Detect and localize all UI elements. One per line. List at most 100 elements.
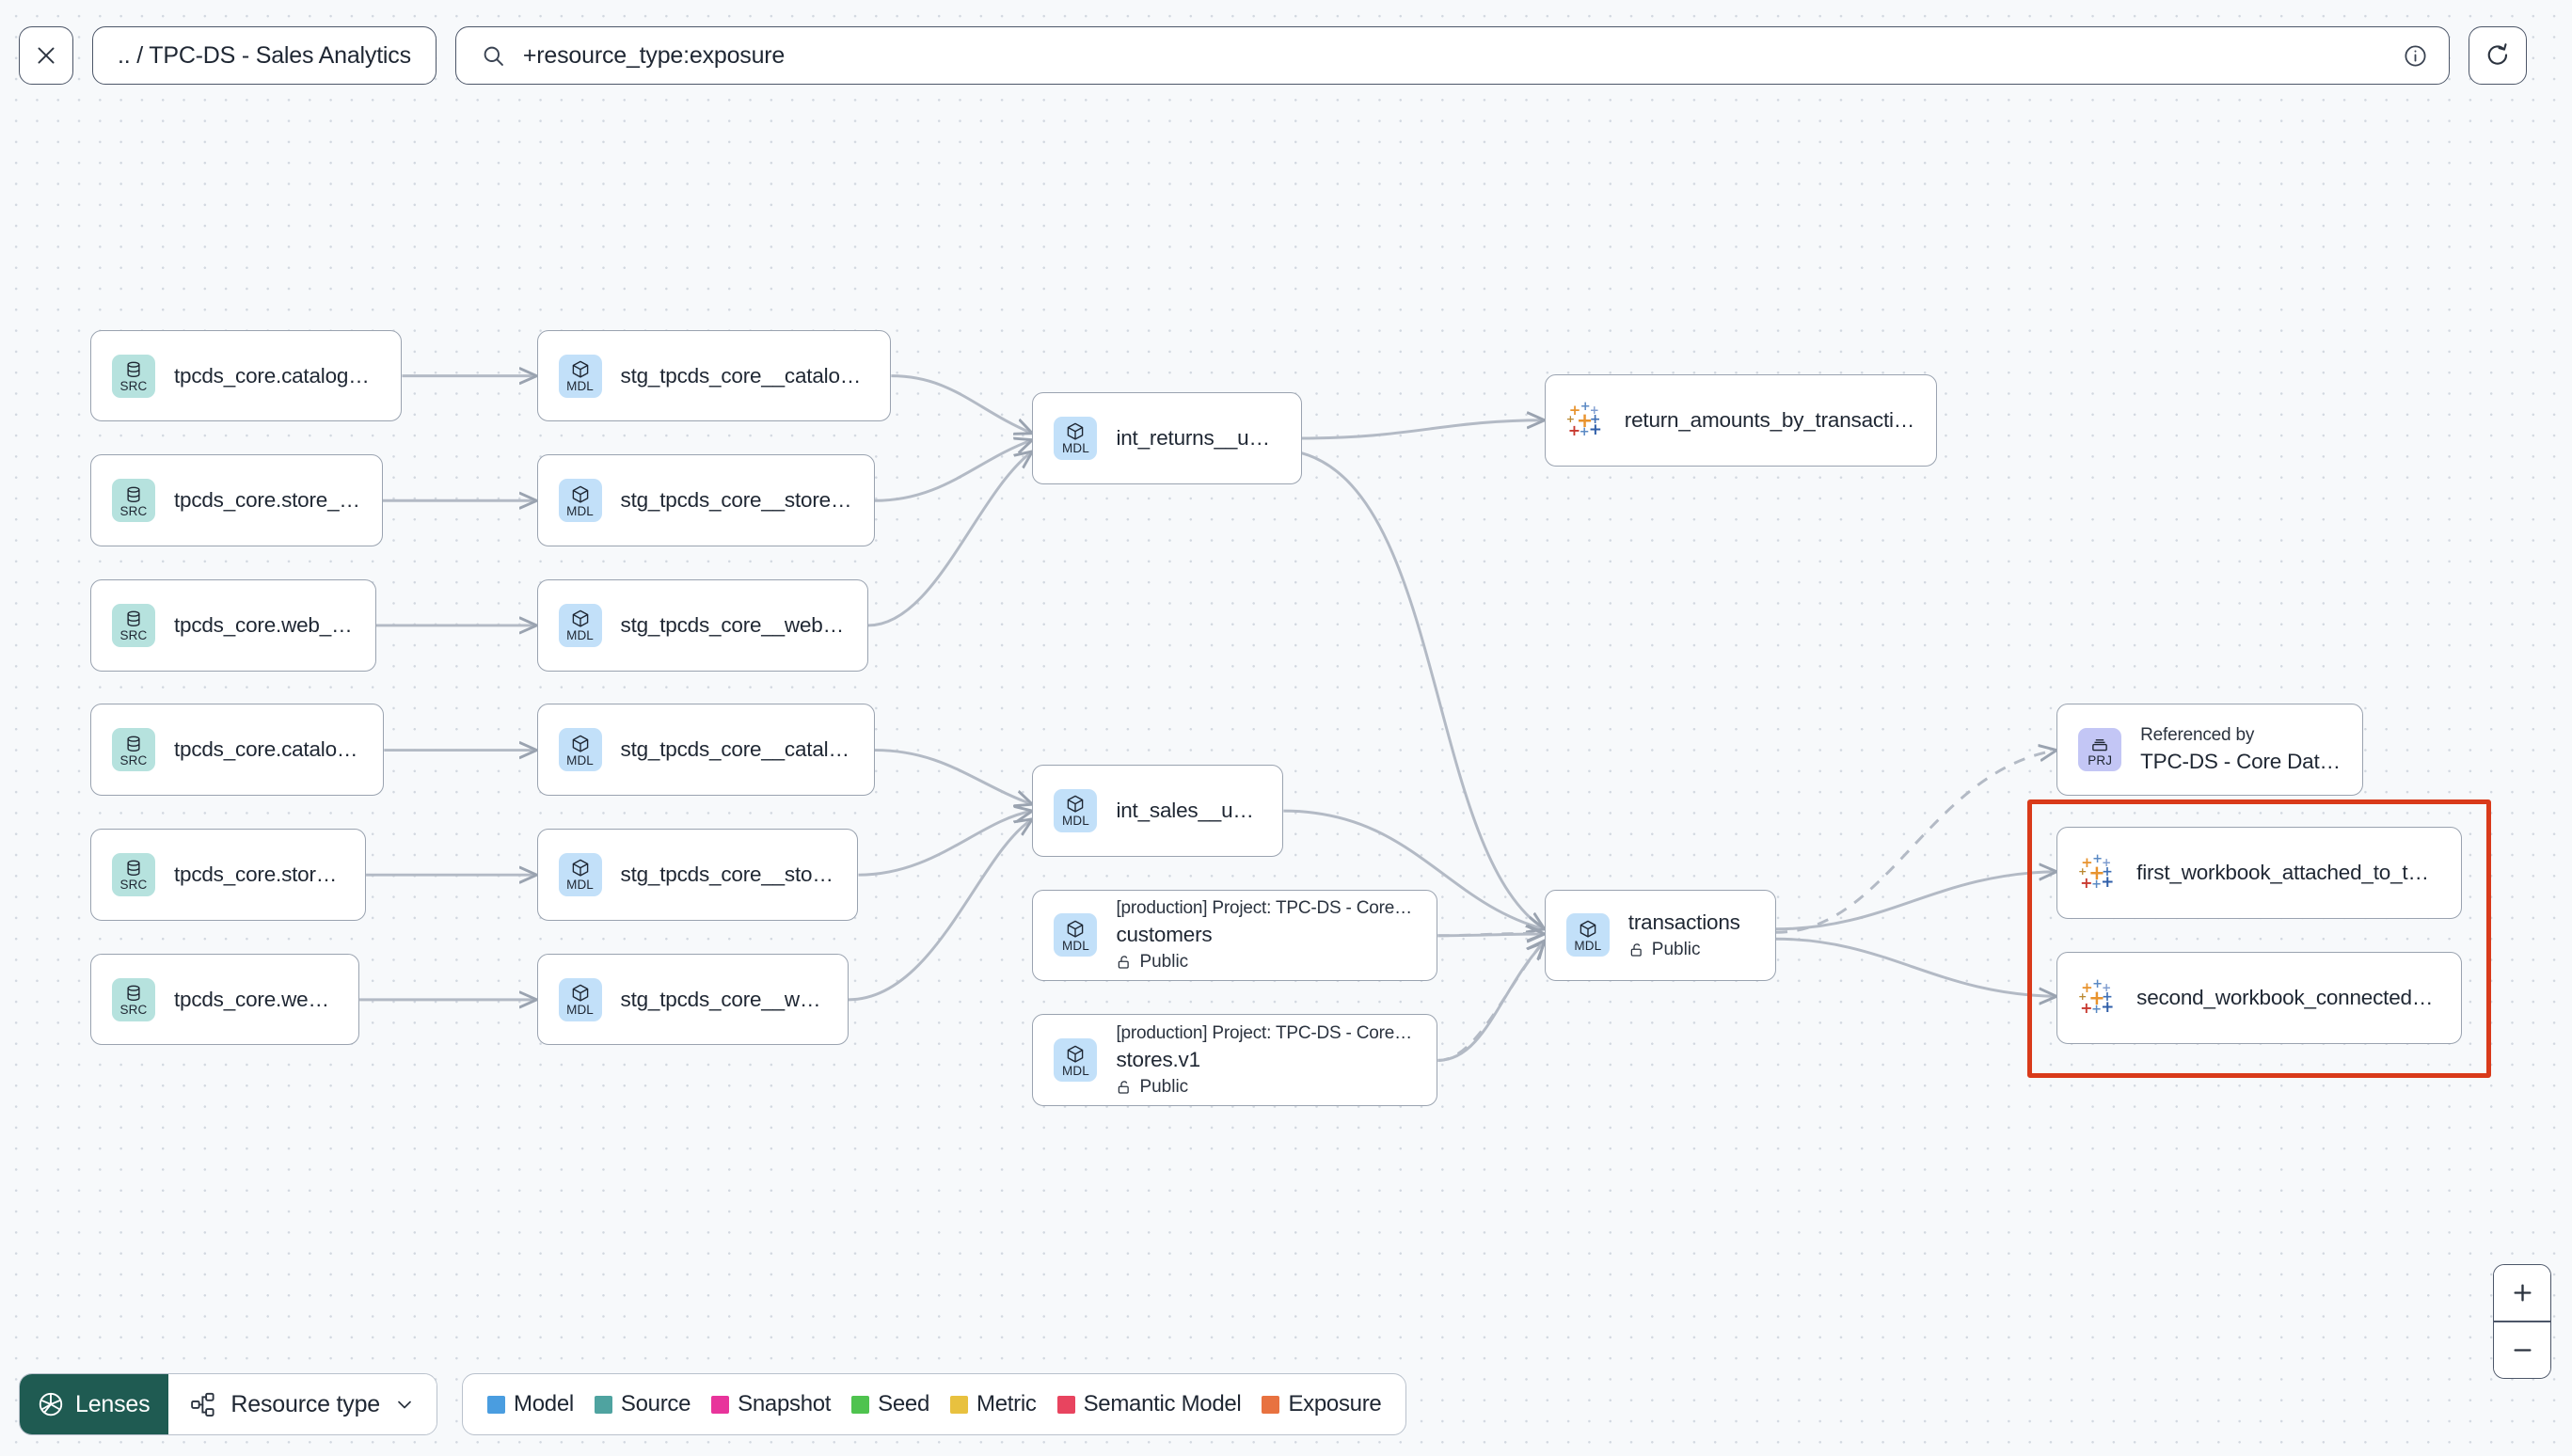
- lens-control-group: Lenses Resource type: [19, 1373, 438, 1435]
- close-button[interactable]: [19, 26, 73, 85]
- node-access-badge: Public: [1628, 940, 1740, 960]
- badge-label: SRC: [119, 878, 148, 893]
- graph-node-first_workbook[interactable]: +++++++++first_workbook_attached_to_tpc-…: [2056, 827, 2463, 920]
- search-bar[interactable]: +resource_type:exposure: [454, 26, 2450, 85]
- node-access-label: Public: [1139, 951, 1189, 972]
- refresh-icon: [2484, 41, 2512, 70]
- node-body: tpcds_core.web_returns: [174, 613, 355, 638]
- legend-label: Model: [514, 1391, 574, 1416]
- node-title: return_amounts_by_transaction_type: [1624, 407, 1915, 432]
- source-badge-icon: SRC: [111, 479, 155, 523]
- legend-item[interactable]: Seed: [851, 1391, 929, 1417]
- exposure-tableau-icon: +++++++++: [1565, 399, 1603, 439]
- graph-node-stg_catalog_sales[interactable]: MDL stg_tpcds_core__catalog_sales: [536, 704, 875, 797]
- node-subtitle: [production] Project: TPC-DS - Core Data…: [1116, 1022, 1416, 1043]
- badge-label: MDL: [566, 503, 594, 518]
- node-subtitle: [production] Project: TPC-DS - Core Data…: [1116, 897, 1416, 918]
- legend-item[interactable]: Metric: [950, 1391, 1037, 1417]
- breadcrumb-label: .. / TPC-DS - Sales Analytics: [118, 41, 411, 69]
- node-title: tpcds_core.store_returns: [173, 488, 361, 513]
- lenses-button[interactable]: Lenses: [20, 1374, 169, 1434]
- badge-label: MDL: [566, 1003, 594, 1018]
- node-body: tpcds_core.store_returns: [174, 488, 361, 513]
- graph-node-src_web_returns[interactable]: SRC tpcds_core.web_returns: [89, 578, 376, 672]
- graph-node-stores_v1[interactable]: MDL[production] Project: TPC-DS - Core D…: [1032, 1014, 1438, 1106]
- zoom-in-button[interactable]: [2494, 1265, 2550, 1321]
- resource-type-dropdown[interactable]: Resource type: [168, 1374, 437, 1434]
- node-body: stg_tpcds_core__catalog_sales: [621, 737, 853, 762]
- graph-node-customers[interactable]: MDL [production] Project: TPC-DS - Core D…: [1032, 889, 1438, 982]
- source-badge-icon: SRC: [111, 977, 155, 1021]
- search-input[interactable]: +resource_type:exposure: [522, 41, 786, 69]
- legend-item[interactable]: Snapshot: [711, 1391, 831, 1417]
- zoom-out-button[interactable]: [2494, 1322, 2550, 1378]
- info-circle-icon[interactable]: [2403, 43, 2428, 69]
- node-body: stg_tpcds_core__catalog_returns: [621, 364, 870, 388]
- badge-label: MDL: [566, 628, 594, 643]
- legend-item[interactable]: Model: [487, 1391, 574, 1417]
- node-body: tpcds_core.web_sales: [174, 988, 338, 1012]
- legend-item[interactable]: Exposure: [1262, 1391, 1382, 1417]
- node-title: stg_tpcds_core__catalog_returns: [620, 363, 870, 388]
- graph-node-stg_web_sales[interactable]: MDL stg_tpcds_core__web_sales: [536, 953, 849, 1046]
- node-body: [production] Project: TPC-DS - Core Data…: [1116, 898, 1416, 973]
- zoom-controls: [2493, 1264, 2551, 1379]
- legend-item[interactable]: Source: [594, 1391, 691, 1417]
- node-access-badge: Public: [1116, 952, 1416, 973]
- node-body: return_amounts_by_transaction_type: [1625, 408, 1915, 433]
- model-badge-icon: MDL: [1054, 913, 1098, 957]
- badge-label: MDL: [566, 752, 594, 768]
- node-body: stg_tpcds_core__web_sales: [621, 988, 827, 1012]
- node-title: transactions: [1627, 910, 1740, 934]
- legend-swatch: [1262, 1395, 1280, 1414]
- resource-type-legend: Model Source Snapshot Seed Metric Semantic Mo…: [462, 1373, 1407, 1435]
- node-title: int_sales__unioned: [1116, 798, 1262, 822]
- node-body: second_workbook_connected_to_live…: [2136, 986, 2440, 1010]
- aperture-icon: [37, 1390, 65, 1418]
- breadcrumb[interactable]: .. / TPC-DS - Sales Analytics: [92, 26, 437, 85]
- badge-label: PRJ: [2088, 752, 2113, 768]
- graph-node-src_store_sales[interactable]: SRC tpcds_core.store_sales: [89, 829, 367, 921]
- source-badge-icon: SRC: [111, 852, 155, 896]
- model-badge-icon: MDL: [558, 977, 602, 1021]
- node-title: tpcds_core.store_sales: [173, 862, 344, 886]
- unlock-icon: [1630, 943, 1642, 957]
- graph-node-src_store_returns[interactable]: SRC tpcds_core.store_returns: [89, 454, 383, 546]
- badge-label: SRC: [119, 379, 148, 394]
- node-title: stg_tpcds_core__catalog_sales: [620, 737, 853, 762]
- node-access-label: Public: [1139, 1076, 1189, 1097]
- legend-item[interactable]: Semantic Model: [1056, 1391, 1242, 1417]
- legend-swatch: [950, 1395, 969, 1414]
- exposure-tableau-icon: +++++++++: [2078, 852, 2115, 893]
- bottom-toolbar: Lenses Resource type: [19, 1373, 1407, 1435]
- model-badge-icon: MDL: [1565, 913, 1610, 957]
- source-badge-icon: SRC: [111, 603, 155, 647]
- node-title: TPC-DS - Core Data Models: [2140, 750, 2342, 774]
- graph-node-second_workbook[interactable]: +++++++++second_workbook_connected_to_li…: [2056, 951, 2463, 1044]
- model-badge-icon: MDL: [558, 354, 602, 398]
- node-title: customers: [1116, 922, 1213, 946]
- node-body: int_returns__unioned: [1116, 426, 1279, 451]
- project-badge-icon: PRJ: [2078, 728, 2122, 772]
- node-title: stg_tpcds_core__web_sales: [620, 987, 827, 1011]
- graph-node-src_web_sales[interactable]: SRC tpcds_core.web_sales: [89, 953, 360, 1046]
- model-badge-icon: MDL: [558, 852, 602, 896]
- refresh-button[interactable]: [2468, 26, 2527, 85]
- badge-label: MDL: [566, 878, 594, 893]
- graph-node-return_amounts[interactable]: +++++++++ return_amounts_by_transaction_t…: [1544, 373, 1937, 467]
- hierarchy-icon: [189, 1390, 217, 1418]
- graph-node-stg_catalog_returns[interactable]: MDL stg_tpcds_core__catalog_returns: [536, 329, 892, 422]
- model-badge-icon: MDL: [558, 728, 602, 772]
- badge-label: SRC: [119, 628, 148, 643]
